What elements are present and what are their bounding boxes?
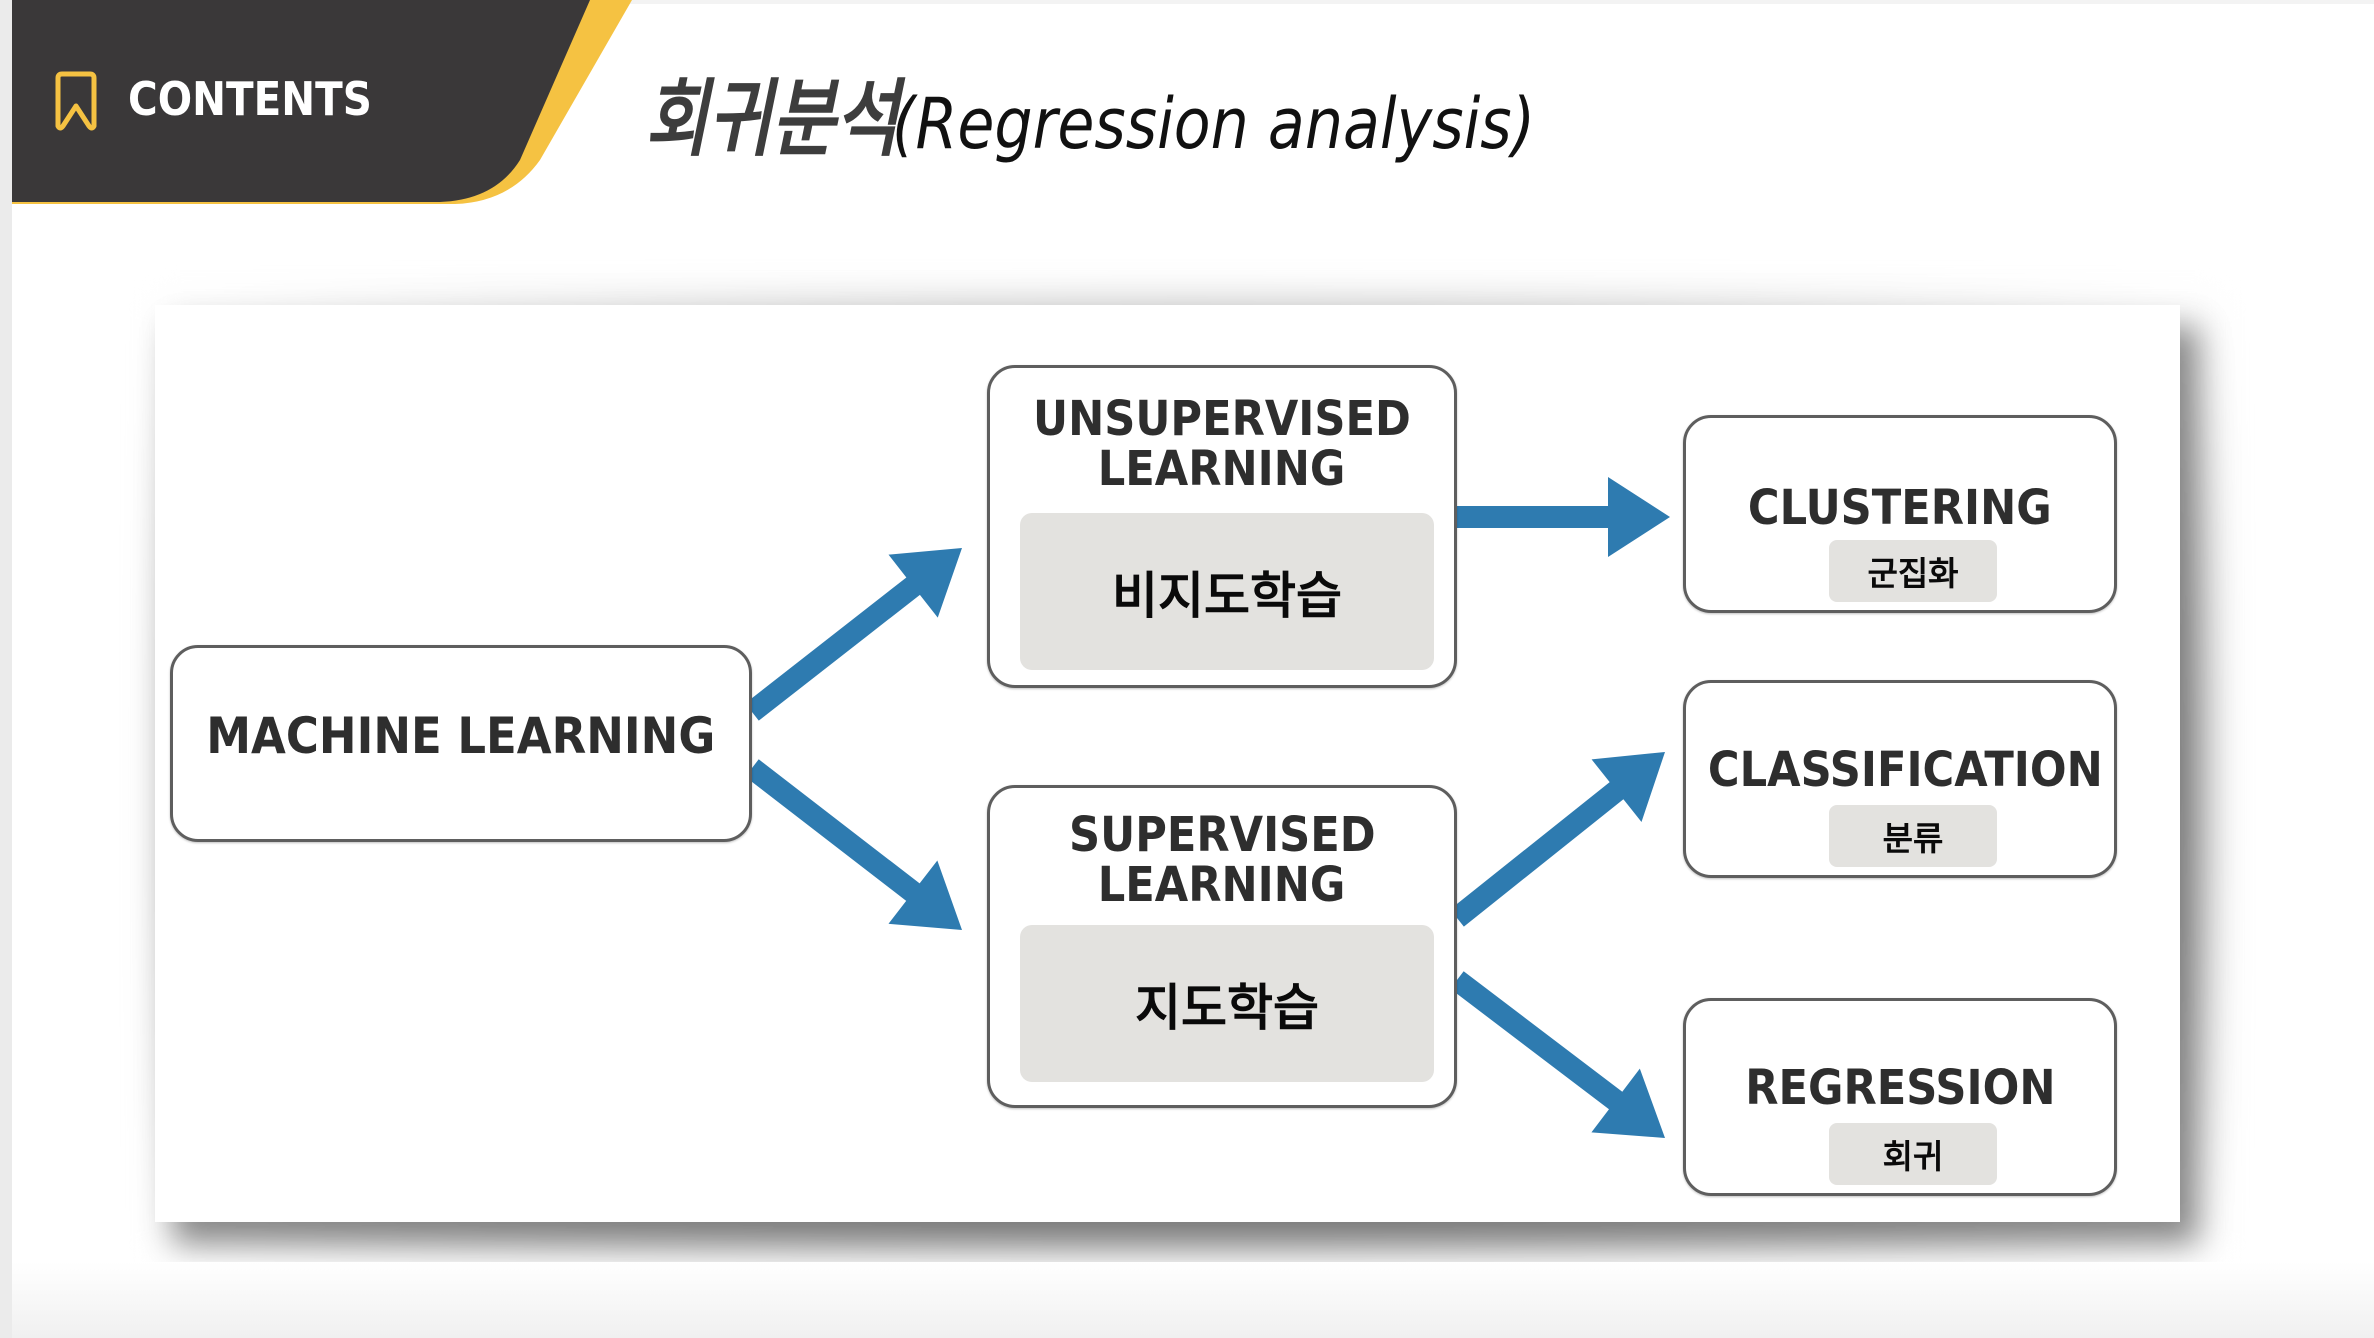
node-machine-learning: MACHINE LEARNING xyxy=(170,645,752,842)
node-label-line1: SUPERVISED xyxy=(1068,807,1376,863)
arrow-supervised-to-classification xyxy=(1450,752,1665,927)
page-title-korean: 회귀분석 xyxy=(645,70,899,168)
korean-label-box: 분류 xyxy=(1829,805,1997,867)
node-label: CLUSTERING xyxy=(1748,480,2052,536)
node-label-line2: LEARNING xyxy=(1098,441,1346,498)
node-clustering: CLUSTERING 군집화 xyxy=(1683,415,2117,613)
korean-label-box: 지도학습 xyxy=(1020,925,1434,1082)
korean-label-box: 회귀 xyxy=(1829,1123,1997,1185)
node-classification: CLASSIFICATION 분류 xyxy=(1683,680,2117,878)
korean-label-box: 비지도학습 xyxy=(1020,513,1434,670)
left-border xyxy=(0,0,12,1338)
node-unsupervised-learning: UNSUPERVISED LEARNING 비지도학습 xyxy=(987,365,1457,688)
header-dark-block xyxy=(12,0,590,202)
page-title: 회귀분석(Regression analysis) xyxy=(645,52,1640,173)
arrow-machine-learning-to-unsupervised xyxy=(745,548,962,721)
node-supervised-learning: SUPERVISED LEARNING 지도학습 xyxy=(987,785,1457,1108)
arrow-machine-learning-to-supervised xyxy=(745,759,962,930)
arrow-supervised-to-regression xyxy=(1450,971,1665,1138)
node-label: CLASSIFICATION xyxy=(1707,742,2103,798)
bottom-fade xyxy=(12,1262,2374,1338)
node-label-line1: UNSUPERVISED xyxy=(1033,391,1411,447)
section-label: CONTENTS xyxy=(128,72,372,126)
header-banner xyxy=(12,0,632,204)
top-border xyxy=(0,0,2374,4)
node-label-line2: LEARNING xyxy=(1098,857,1346,914)
node-label: MACHINE LEARNING xyxy=(206,707,716,765)
page-title-english: (Regression analysis) xyxy=(892,83,1536,165)
bookmark-icon xyxy=(55,71,97,131)
node-regression: REGRESSION 회귀 xyxy=(1683,998,2117,1196)
arrow-unsupervised-to-clustering xyxy=(1457,477,1670,557)
korean-label-box: 군집화 xyxy=(1829,540,1997,602)
node-label: REGRESSION xyxy=(1744,1060,2056,1116)
